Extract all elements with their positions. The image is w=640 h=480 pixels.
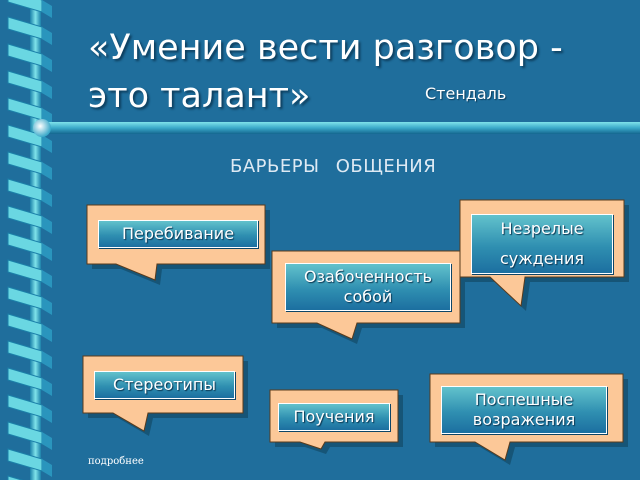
barrier-bubble-self-concern: Озабоченность собой — [271, 250, 465, 344]
barrier-label: Стереотипы — [94, 371, 235, 399]
barrier-bubble-stereotypes: Стереотипы — [82, 355, 248, 436]
title-divider-bar — [33, 119, 640, 137]
barrier-bubble-interrupting: Перебивание — [86, 204, 270, 285]
barrier-label: Поучения — [278, 403, 390, 431]
slide-title: «Умение вести разговор - это талант» — [88, 28, 563, 116]
barrier-label: Озабоченность собой — [285, 263, 451, 311]
more-link[interactable]: подробнее — [88, 456, 144, 467]
barrier-bubble-immature-judgments: Незрелые суждения — [459, 199, 629, 311]
section-heading: БАРЬЕРЫ ОБЩЕНИЯ — [230, 156, 437, 177]
decorative-ribbon — [7, 0, 52, 480]
barrier-label: Перебивание — [98, 220, 258, 248]
barrier-label: Поспешные возражения — [441, 386, 607, 434]
barrier-bubble-lecturing: Поучения — [269, 389, 403, 454]
barrier-label: Незрелые суждения — [471, 214, 613, 274]
quote-author: Стендаль — [425, 84, 507, 103]
barrier-bubble-hasty-objections: Поспешные возражения — [429, 373, 628, 465]
